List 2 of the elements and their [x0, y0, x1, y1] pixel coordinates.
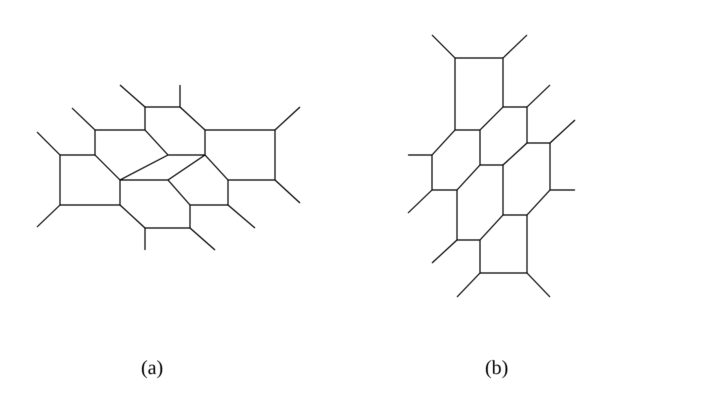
panel-label: (a): [141, 357, 164, 379]
panel-label: (b): [485, 357, 508, 379]
